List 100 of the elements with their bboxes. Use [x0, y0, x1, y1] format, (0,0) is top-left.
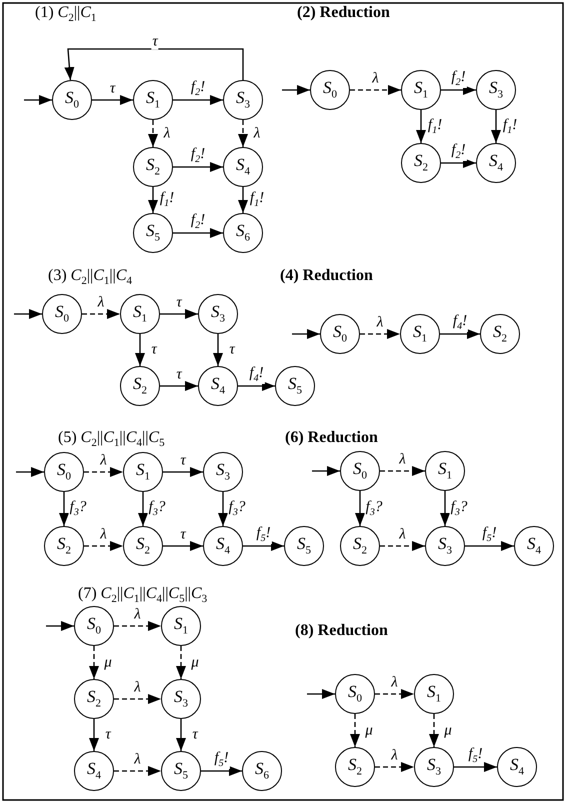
state-circle — [161, 679, 201, 719]
arrow — [307, 689, 335, 699]
state-circle — [320, 314, 360, 354]
state-circle — [198, 366, 238, 406]
arrow — [173, 162, 223, 172]
arrow — [380, 466, 425, 476]
edge-label: f$_{3}$? — [450, 500, 468, 518]
state-label: S$_{4}$ — [510, 756, 524, 778]
state-circle — [335, 747, 375, 787]
state-label: S$_{5}$ — [146, 222, 160, 244]
state-label: S$_{0}$ — [353, 460, 367, 482]
arrow — [282, 85, 310, 95]
arrow — [160, 309, 198, 319]
edge-label: f$_{5}$! — [481, 526, 498, 544]
state-label: S$_{3}$ — [211, 303, 225, 325]
state-circle — [497, 747, 537, 787]
state-label: S$_{3}$ — [427, 756, 441, 778]
arrow — [375, 762, 414, 772]
state-label: S$_{0}$ — [57, 461, 71, 483]
state-label: S$_{3}$ — [216, 461, 230, 483]
arrow — [114, 694, 161, 704]
state-circle — [476, 143, 516, 183]
state-label: S$_{3}$ — [489, 79, 503, 101]
arrow — [440, 329, 480, 339]
state-circle — [123, 526, 163, 566]
arrow — [441, 85, 476, 95]
state-circle — [476, 70, 516, 110]
arrow — [163, 541, 203, 551]
arrow — [292, 329, 320, 339]
edge-label: f$_{4}$! — [452, 314, 468, 332]
arrow — [173, 228, 223, 238]
arrow — [160, 381, 198, 391]
panel-title: (7) C$_{2}$||C$_{1}$||C$_{4}$||C$_{5}$||C$_{3}$ — [78, 584, 208, 606]
arrow — [360, 329, 400, 339]
state-circle — [340, 526, 380, 566]
panel-title: (4) Reduction — [280, 266, 373, 286]
state-label: S$_{1}$ — [174, 615, 188, 637]
arrow — [114, 621, 161, 631]
panel-title: (5) C$_{2}$||C$_{1}$||C$_{4}$||C$_{5}$ — [58, 428, 165, 450]
state-circle — [514, 526, 554, 566]
arrow — [350, 85, 401, 95]
state-circle — [340, 451, 380, 491]
edge-label: f$_{2}$! — [190, 147, 206, 165]
state-circle — [401, 70, 441, 110]
edge-label: f$_{5}$! — [213, 751, 230, 769]
state-label: S$_{0}$ — [65, 89, 79, 111]
edge-label: f$_{1}$! — [158, 191, 176, 209]
arrow — [416, 110, 426, 143]
arrow — [375, 689, 414, 699]
arrow — [440, 491, 450, 526]
edge-label: f$_{5}$! — [467, 747, 484, 765]
state-circle — [74, 606, 114, 646]
arrow — [213, 334, 223, 366]
state-label: S$_{1}$ — [414, 79, 428, 101]
state-circle — [133, 213, 173, 253]
arrow — [201, 766, 242, 776]
state-label: S$_{6}$ — [255, 760, 269, 782]
arrow — [350, 714, 360, 747]
edge-label: f$_{1}$! — [426, 118, 444, 136]
arrow — [238, 187, 248, 213]
arrow — [218, 492, 228, 526]
state-label: S$_{3}$ — [438, 535, 452, 557]
state-label: S$_{4}$ — [216, 535, 230, 557]
edge-label: f$_{5}$! — [255, 526, 272, 544]
state-label: S$_{0}$ — [348, 683, 362, 705]
state-circle — [161, 606, 201, 646]
state-label: S$_{4}$ — [211, 375, 225, 397]
edge-label: f$_{2}$! — [450, 143, 467, 161]
arrow — [14, 309, 42, 319]
state-label: S$_{1}$ — [146, 89, 160, 111]
state-label: S$_{2}$ — [414, 152, 428, 174]
edge-label: f$_{1}$! — [502, 118, 518, 136]
state-circle — [123, 452, 163, 492]
state-label: S$_{0}$ — [333, 323, 347, 345]
arrow — [176, 646, 186, 679]
state-label: S$_{5}$ — [297, 535, 311, 557]
state-circle — [203, 452, 243, 492]
edge-label: f$_{4}$! — [248, 366, 265, 384]
state-circle — [310, 70, 350, 110]
state-circle — [74, 751, 114, 791]
state-label: S$_{0}$ — [55, 303, 69, 325]
arrow — [491, 110, 501, 143]
arrow — [24, 95, 52, 105]
arrow — [59, 492, 69, 526]
arrow — [243, 541, 284, 551]
state-circle — [133, 147, 173, 187]
state-circle — [242, 751, 282, 791]
state-circle — [275, 366, 315, 406]
state-label: S$_{1}$ — [438, 460, 452, 482]
panel-title: (8) Reduction — [295, 621, 388, 640]
edge-label: f$_{2}$! — [450, 70, 467, 88]
state-circle — [284, 526, 324, 566]
state-label: S$_{1}$ — [133, 303, 147, 325]
state-label: S$_{2}$ — [87, 688, 101, 710]
state-label: S$_{3}$ — [236, 89, 250, 111]
arrow — [89, 719, 99, 751]
state-circle — [120, 294, 160, 334]
state-label: S$_{2}$ — [133, 375, 147, 397]
state-label: S$_{4}$ — [236, 156, 250, 178]
state-label: S$_{0}$ — [323, 79, 337, 101]
